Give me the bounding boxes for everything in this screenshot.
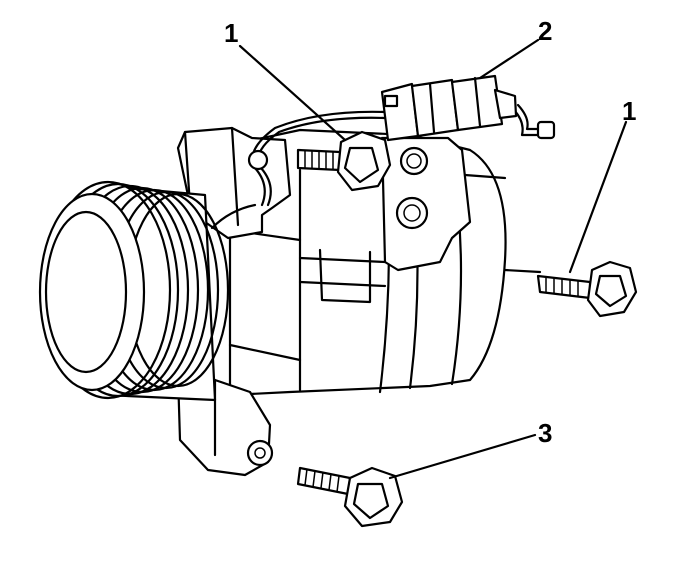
pulley-assembly [38, 180, 230, 402]
callout-bolt-right: 1 [622, 96, 637, 126]
leader-line-bolt-upper [238, 44, 347, 142]
callout-connector: 2 [538, 16, 553, 46]
leader-lines [238, 38, 628, 480]
leader-line-bolt-lower [388, 433, 537, 480]
manifold-plate [380, 136, 472, 272]
bolt-upper [247, 130, 392, 192]
callout-bolt-upper: 1 [224, 18, 239, 48]
bolt-right [536, 260, 638, 318]
bolt-lower [296, 466, 404, 528]
electrical-connector [380, 74, 518, 142]
leader-line-bolt-right [568, 120, 628, 274]
callout-bolt-lower: 3 [538, 418, 553, 448]
leader-line-connector [478, 38, 540, 80]
wire-harness [210, 103, 556, 230]
